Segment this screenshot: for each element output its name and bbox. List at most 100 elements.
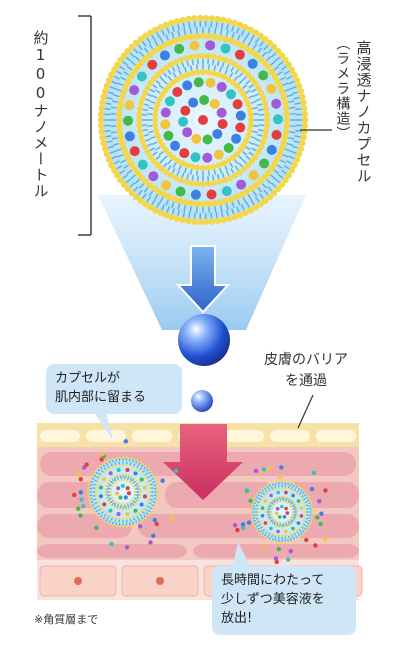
lipid-head: [301, 522, 304, 526]
lipid-head: [161, 42, 168, 49]
lipid-head: [127, 507, 131, 510]
lipid-head: [98, 128, 105, 135]
lipid-head: [301, 533, 304, 536]
lipid-head: [146, 501, 150, 504]
lipid-head: [136, 111, 143, 118]
active-particle: [225, 89, 236, 100]
lipid-head: [233, 39, 240, 47]
lipid-head: [265, 508, 268, 511]
callout-release: 長時間にわたって 少しずつ美容液を 放出!: [212, 566, 356, 635]
active-particle: [174, 43, 185, 54]
active-particle: [269, 493, 273, 498]
lipid-head: [261, 133, 268, 140]
lipid-head: [147, 153, 154, 160]
lipid-head: [214, 15, 221, 23]
active-particle: [235, 110, 246, 121]
lipid-head: [146, 480, 150, 483]
lipid-head: [283, 105, 290, 112]
lipid-head: [113, 171, 121, 179]
lipid-head: [251, 520, 254, 523]
lipid-head: [142, 178, 149, 185]
lipid-head: [137, 499, 140, 502]
lipid-head: [246, 106, 253, 113]
lipid-head: [166, 193, 173, 201]
lipid-head: [296, 513, 299, 516]
released-particle: [276, 546, 281, 552]
active-particle: [258, 70, 269, 81]
active-particle: [206, 189, 217, 200]
lipid-head: [96, 480, 100, 483]
lipid-head: [87, 494, 90, 497]
lipid-head: [208, 218, 215, 225]
lipid-head: [138, 469, 141, 472]
lipid-head: [295, 516, 298, 519]
lipid-head: [261, 59, 268, 66]
lipid-head: [163, 64, 170, 71]
lipid-head: [156, 96, 163, 103]
released-particle: [124, 545, 130, 550]
active-particle: [260, 506, 265, 510]
lipid-head: [291, 508, 294, 511]
lipid-head: [133, 39, 140, 47]
lipid-head: [120, 181, 128, 188]
active-particle: [263, 499, 268, 503]
lipid-head: [263, 128, 270, 135]
lipid-head: [147, 467, 150, 470]
lipid-head: [276, 150, 284, 157]
lipid-head: [100, 507, 103, 510]
lipid-head: [151, 473, 155, 476]
lipid-head: [135, 522, 139, 525]
lipid-head: [277, 487, 280, 490]
lipid-head: [283, 122, 291, 129]
size-label: 約100ナノメートル: [31, 30, 50, 199]
lipid-head: [220, 216, 227, 224]
active-particle: [234, 49, 245, 60]
lipid-head: [268, 483, 271, 486]
lipid-head: [252, 204, 259, 211]
lipid-head: [245, 132, 252, 139]
lipid-head: [266, 516, 269, 519]
lipid-head: [138, 100, 145, 107]
lipid-head: [142, 200, 149, 208]
active-particle: [223, 142, 234, 153]
lipid-head: [287, 540, 290, 543]
lipid-head: [133, 493, 136, 497]
skin-layer-band: [196, 452, 356, 476]
lipid-head: [133, 487, 136, 491]
lipid-head: [268, 538, 271, 541]
lipid-head: [294, 503, 297, 506]
lipid-head: [149, 511, 153, 514]
lipid-head: [106, 482, 109, 485]
active-particle: [189, 40, 200, 51]
lipid-head: [243, 188, 250, 195]
lipid-head: [189, 70, 196, 77]
lipid-head: [291, 71, 298, 79]
lipid-head: [243, 137, 250, 144]
active-particle: [217, 118, 228, 129]
lipid-head: [183, 55, 190, 62]
lipid-head: [250, 507, 253, 510]
lipid-head: [215, 162, 222, 169]
lipid-head: [128, 160, 135, 167]
lipid-head: [290, 516, 293, 518]
lipid-head: [111, 515, 114, 519]
lipid-head: [152, 111, 159, 118]
cell-nucleus: [74, 577, 82, 585]
lipid-head: [103, 151, 111, 158]
lipid-head: [177, 197, 184, 205]
lipid-head: [185, 15, 192, 23]
lipid-head: [94, 487, 98, 490]
lipid-head: [111, 465, 114, 469]
lipid-head: [285, 171, 293, 179]
lipid-head: [118, 525, 121, 528]
lipid-head: [225, 157, 232, 164]
active-particle: [284, 506, 288, 511]
lipid-head: [290, 506, 293, 508]
lipid-head: [120, 88, 128, 96]
lipid-head: [262, 535, 266, 538]
lipid-head: [231, 213, 238, 221]
lipid-head: [104, 520, 107, 524]
lipid-head: [141, 510, 144, 513]
lipid-head: [115, 116, 123, 124]
lipid-head: [293, 156, 301, 163]
